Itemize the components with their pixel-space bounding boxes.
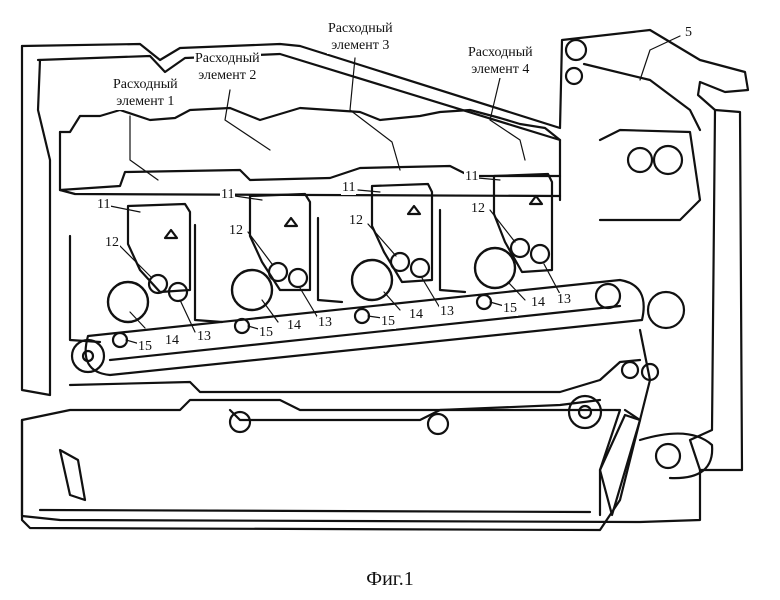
ref-12-c: 12	[348, 214, 364, 228]
consumable-3-label: Расходный элемент 3	[327, 20, 394, 54]
consumable-2-line2: элемент 2	[195, 67, 260, 84]
pickup-roller	[656, 444, 680, 468]
fuser-roller	[654, 146, 682, 174]
ref-11-d: 11	[464, 170, 479, 184]
ref-11-a: 11	[96, 198, 111, 212]
ref-5: 5	[684, 26, 693, 40]
figure-caption: Фиг.1	[0, 568, 780, 591]
consumable-3-line1: Расходный	[328, 20, 393, 37]
tray-left-lever	[60, 450, 85, 500]
cartridge-4	[440, 174, 552, 292]
fuser-housing	[600, 130, 700, 220]
secondary-transfer-roller	[648, 292, 684, 328]
frame-lower-edge-2	[60, 166, 560, 190]
gear-left	[230, 412, 250, 432]
ref-11-c: 11	[341, 181, 356, 195]
consumable-3-line2: элемент 3	[328, 37, 393, 54]
registration-roller	[622, 362, 638, 378]
consumable-1-line1: Расходный	[113, 76, 178, 93]
consumable-4-line2: элемент 4	[468, 61, 533, 78]
consumable-1-line2: элемент 1	[113, 93, 178, 110]
ref-13-d: 13	[556, 293, 572, 307]
consumable-4-line1: Расходный	[468, 44, 533, 61]
upper-frame	[60, 108, 560, 200]
lower-frame	[70, 360, 640, 392]
ref-15-b: 15	[258, 326, 274, 340]
belt-drive-roller	[72, 340, 104, 372]
consumable-2-label: Расходный элемент 2	[194, 50, 261, 84]
exit-roller-bottom	[566, 68, 582, 84]
fuser-heater	[628, 148, 652, 172]
ref-15-c: 15	[380, 315, 396, 329]
ref-14-c: 14	[408, 308, 424, 322]
ref-15-d: 15	[502, 302, 518, 316]
consumable-2-line1: Расходный	[195, 50, 260, 67]
cartridge-2	[195, 194, 310, 322]
ref-14-d: 14	[530, 296, 546, 310]
ref-13-c: 13	[439, 305, 455, 319]
right-panel	[700, 110, 742, 470]
consumable-4-label: Расходный элемент 4	[467, 44, 534, 78]
ref-11-b: 11	[220, 188, 235, 202]
belt-idler-roller	[596, 284, 620, 308]
left-wall	[22, 46, 50, 395]
ref-12-b: 12	[228, 224, 244, 238]
pickup-arc	[640, 434, 712, 479]
ref-12-d: 12	[470, 202, 486, 216]
ref-13-b: 13	[317, 316, 333, 330]
ref-14-a: 14	[164, 334, 180, 348]
ref-13-a: 13	[196, 330, 212, 344]
ref-14-b: 14	[286, 319, 302, 333]
gear-middle	[428, 414, 448, 434]
ref-15-a: 15	[137, 340, 153, 354]
tray-bottom	[40, 510, 590, 512]
exit-roller-top	[566, 40, 586, 60]
ref-12-a: 12	[104, 236, 120, 250]
consumable-1-label: Расходный элемент 1	[112, 76, 179, 110]
cartridge-3	[318, 184, 432, 302]
